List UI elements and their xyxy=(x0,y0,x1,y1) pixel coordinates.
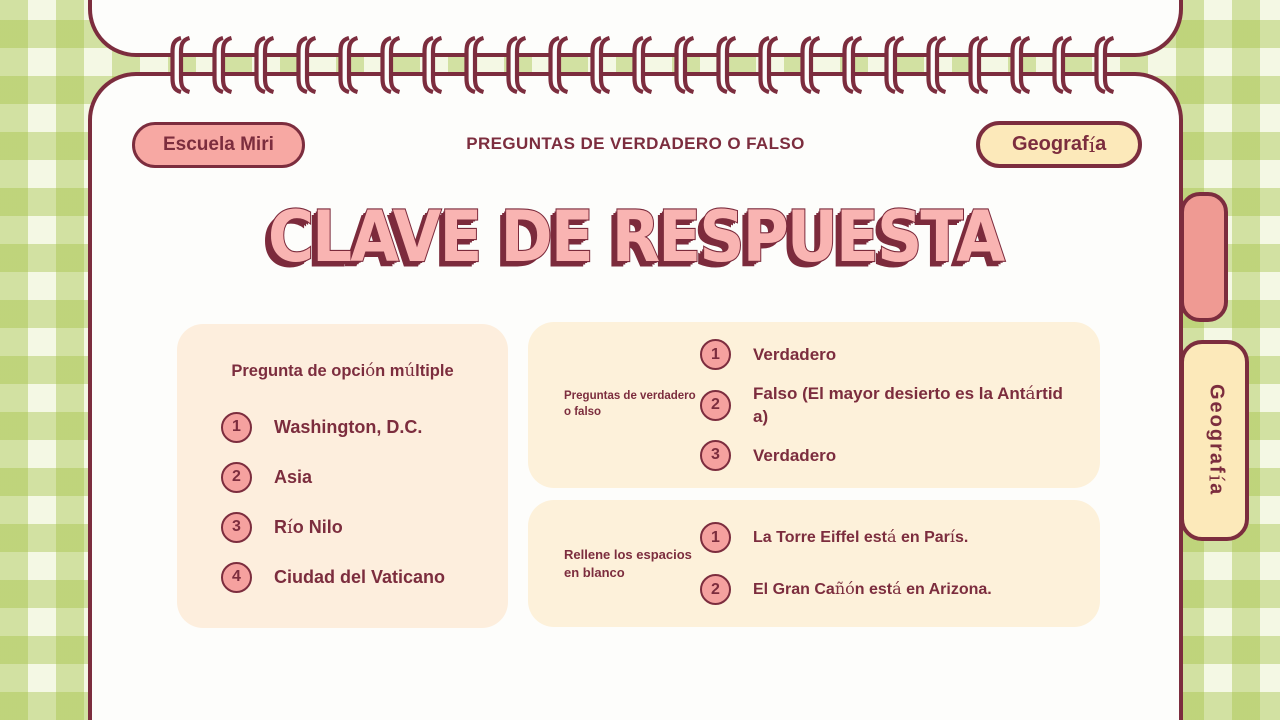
answer-item: 2 Falso (El mayor desierto es la Antárti… xyxy=(700,383,1100,427)
item-number-badge: 1 xyxy=(700,339,731,371)
answer-item: 2 El Gran Cañón está en Arizona. xyxy=(700,574,1100,605)
item-number-badge: 2 xyxy=(700,574,731,605)
item-number-badge: 1 xyxy=(700,522,731,553)
side-tab-subject: Geografía xyxy=(1180,340,1249,541)
true-false-list: 1 Verdadero 2 Falso (El mayor desierto e… xyxy=(700,339,1100,471)
answer-item: 1 La Torre Eiffel está en París. xyxy=(700,522,1100,553)
item-text: Río Nilo xyxy=(274,516,343,538)
item-text: Asia xyxy=(274,466,313,487)
answer-item: 1 Washington, D.C. xyxy=(177,402,508,452)
item-number-badge: 2 xyxy=(700,389,731,421)
answer-item: 4 Ciudad del Vaticano xyxy=(177,552,508,602)
answer-item: 3 Verdadero xyxy=(700,439,1100,471)
multiple-choice-list: 1 Washington, D.C. 2 Asia 3 Río Nilo 4 C… xyxy=(177,402,508,602)
item-text: El Gran Cañón está en Arizona. xyxy=(753,579,992,598)
item-text: Washington, D.C. xyxy=(274,416,423,437)
item-text: La Torre Eiffel está en París. xyxy=(753,527,969,546)
item-text: Verdadero xyxy=(753,345,837,365)
item-number-badge: 1 xyxy=(221,411,252,443)
item-text: Verdadero xyxy=(753,445,837,465)
answer-item: 1 Verdadero xyxy=(700,339,1100,371)
multiple-choice-heading: Pregunta de opción múltiple xyxy=(231,361,454,380)
true-false-section-label: Preguntas de verdadero o falso xyxy=(564,390,696,418)
item-text: Ciudad del Vaticano xyxy=(274,566,446,587)
multiple-choice-panel: Pregunta de opción múltiple 1 Washington… xyxy=(177,324,508,628)
true-false-panel: Preguntas de verdadero o falso 1 Verdade… xyxy=(528,322,1100,488)
side-tab-pink xyxy=(1180,192,1228,322)
school-badge: Escuela Miri xyxy=(132,122,305,168)
side-tab-subject-label: Geografía xyxy=(1204,384,1229,497)
answer-item: 2 Asia xyxy=(177,452,508,502)
answer-item: 3 Río Nilo xyxy=(177,502,508,552)
answer-key-title: CLAVE DE RESPUESTA xyxy=(267,195,1006,279)
item-text: Falso (El mayor desierto es la Antártida… xyxy=(753,384,1063,426)
spiral-binding-icon xyxy=(168,36,1148,94)
fill-blank-list: 1 La Torre Eiffel está en París. 2 El Gr… xyxy=(700,522,1100,605)
item-number-badge: 3 xyxy=(221,511,252,543)
quiz-type-header: PREGUNTAS DE VERDADERO O FALSO xyxy=(466,134,805,153)
fill-blank-panel: Rellene los espacios en blanco 1 La Torr… xyxy=(528,500,1100,627)
item-number-badge: 3 xyxy=(700,439,731,471)
item-number-badge: 4 xyxy=(221,561,252,593)
item-number-badge: 2 xyxy=(221,461,252,493)
fill-blank-section-label: Rellene los espacios en blanco xyxy=(564,546,692,580)
